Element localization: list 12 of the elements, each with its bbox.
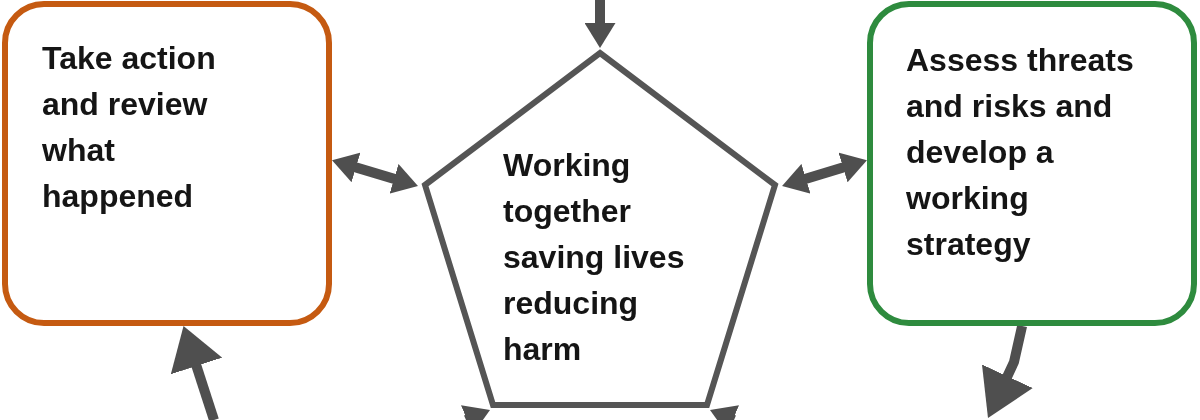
double-arrow (782, 152, 867, 194)
step-text: Assess threats and risks and develop a working strategy (906, 41, 1135, 264)
arrow (584, 0, 616, 48)
arrow (170, 326, 223, 420)
rounded-box (2, 1, 332, 326)
step-text: Take action and review what happened (42, 39, 217, 216)
center-text: Working together saving lives reducing harm (503, 146, 686, 369)
arrow (982, 324, 1033, 418)
arrow (461, 405, 490, 420)
double-arrow (332, 152, 418, 194)
rounded-box (867, 1, 1197, 326)
arrow (710, 405, 739, 420)
